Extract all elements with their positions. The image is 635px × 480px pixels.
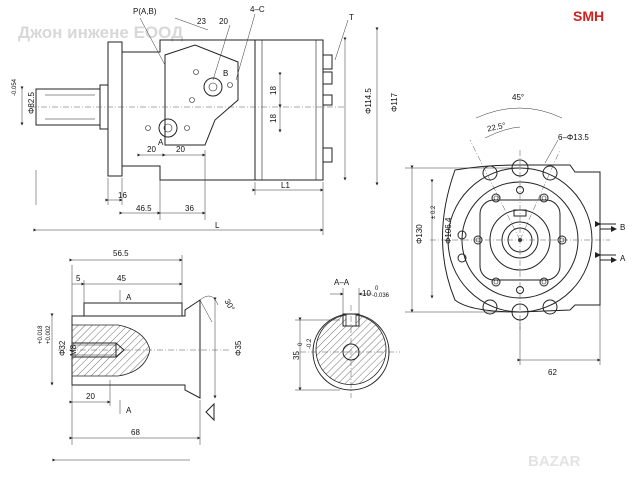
dim-16: 16 <box>118 191 127 200</box>
dim-5: 5 <box>76 274 81 283</box>
dim-phi-35: Φ35 <box>234 340 243 356</box>
label-a-port: A <box>158 138 164 147</box>
bore-section <box>71 324 151 377</box>
dim-68: 68 <box>131 428 140 437</box>
dim-20-top: 20 <box>219 17 228 26</box>
shaft-body <box>71 299 201 399</box>
label-4-c: 4–C <box>250 5 265 14</box>
port-arrows <box>595 221 617 263</box>
footer-logo: BAZAR <box>528 453 581 470</box>
dim-20-left: 20 <box>147 145 156 154</box>
rear-bolts <box>322 54 333 163</box>
holes-6-phi-13-5: 6–Φ13.5 <box>558 133 589 142</box>
section-title-a-a: A–A <box>334 278 350 287</box>
dim-56-5: 56.5 <box>113 249 129 258</box>
dim-36: 36 <box>185 204 194 213</box>
dim-phi-82-5-tol: -0.054 <box>12 78 18 96</box>
section-mark-a-bottom: A <box>126 406 132 415</box>
dim-35-tol-up: 0 <box>298 342 304 346</box>
end-housing <box>442 164 601 313</box>
dim-phi-32: Φ32 <box>58 340 67 356</box>
label-b-port: B <box>223 69 228 78</box>
dim-46-5: 46.5 <box>136 204 152 213</box>
port-b-label: B <box>620 223 625 232</box>
dim-l1: L1 <box>281 181 290 190</box>
label-p-ab: P(A,B) <box>133 7 157 16</box>
dim-phi-106-4: Φ106.4 <box>444 217 453 244</box>
dim-phi-32-tol-lo: +0.002 <box>46 325 52 344</box>
motor-end-view <box>405 107 617 365</box>
mounting-flange <box>107 41 123 177</box>
dim-phi-82-5: Φ82.5 <box>27 91 36 114</box>
angle-22-5: 22.5° <box>486 121 506 134</box>
section-a-a-view <box>295 288 400 398</box>
dim-35: 35 <box>292 351 301 360</box>
dim-phi-114-5: Φ114.5 <box>364 88 373 114</box>
dim-key-10-tol-up: 0 <box>375 286 379 292</box>
dim-23: 23 <box>197 17 206 26</box>
angle-30: 30° <box>223 298 237 313</box>
dim-key-10: 10 <box>362 289 371 298</box>
port-b-circle <box>203 77 223 97</box>
dim-18-upper: 18 <box>269 86 278 95</box>
rear-housing <box>254 39 324 181</box>
section-mark-a-top: A <box>126 293 132 302</box>
dim-18-lower: 18 <box>269 114 278 123</box>
dim-l: L <box>215 221 220 230</box>
thread-m8: M8 <box>69 344 78 356</box>
port-a-label: A <box>620 254 626 263</box>
port-block <box>164 44 239 146</box>
dim-phi-130: Φ130 <box>415 224 424 244</box>
dim-62: 62 <box>548 368 557 377</box>
port-a-circle <box>158 118 178 138</box>
brand-logo: SMH <box>573 8 604 24</box>
dim-phi-117: Φ117 <box>390 92 399 112</box>
label-t: T <box>349 13 354 22</box>
dim-45: 45 <box>117 274 126 283</box>
shaft-detail-view <box>50 255 230 462</box>
dim-phi-32-tol-up: +0.018 <box>38 325 44 344</box>
dim-20-right: 20 <box>176 145 185 154</box>
watermark-text: Джон инжене ЕООД <box>18 23 183 42</box>
dim-20-shaft: 20 <box>86 392 95 401</box>
motor-side-view <box>20 13 379 235</box>
dim-35-tol-lo: -0.2 <box>307 338 313 349</box>
angle-45: 45° <box>512 93 524 102</box>
dim-phi-106-4-tol: ± 0.2 <box>431 205 437 219</box>
dim-key-10-tol-lo: -0.036 <box>372 293 390 299</box>
